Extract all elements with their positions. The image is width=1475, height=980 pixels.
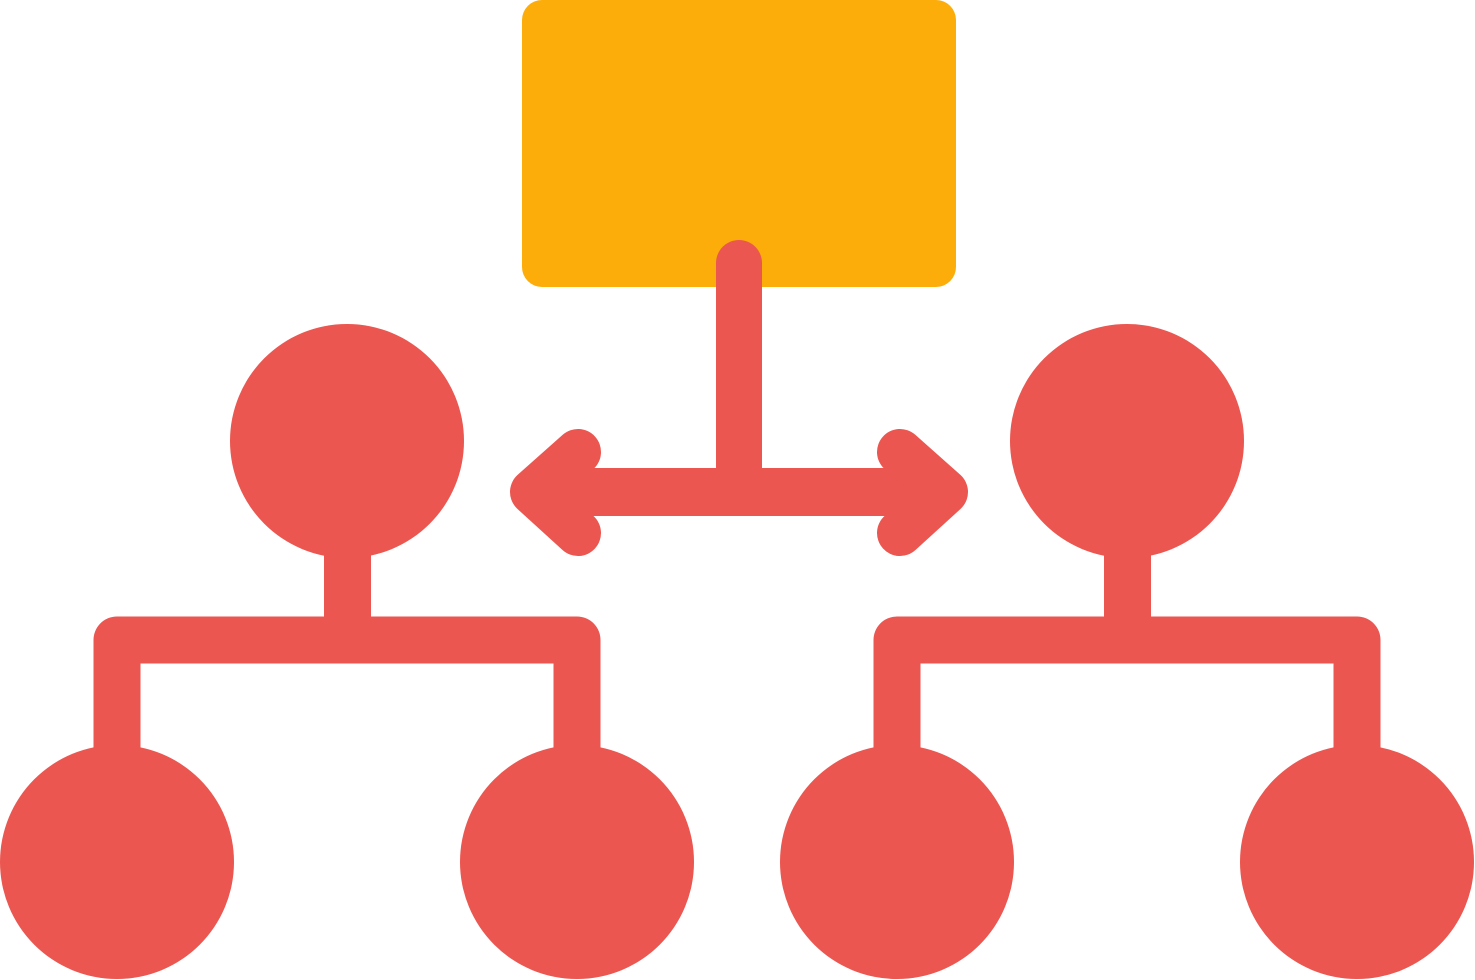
arrow-head-left bbox=[510, 429, 601, 556]
root-box bbox=[522, 0, 956, 287]
arrow-head-right bbox=[877, 429, 968, 556]
leaf-node-3 bbox=[780, 745, 1014, 979]
leaf-node-2 bbox=[460, 745, 694, 979]
root-stem bbox=[716, 240, 762, 490]
leaf-node-4 bbox=[1240, 745, 1474, 979]
right-child-node bbox=[1010, 324, 1244, 558]
arrow-shaft bbox=[540, 468, 940, 516]
double-arrow-icon bbox=[510, 429, 968, 556]
right-subtree bbox=[780, 324, 1474, 979]
leaf-node-1 bbox=[0, 745, 234, 979]
left-child-node bbox=[230, 324, 464, 558]
left-subtree bbox=[0, 324, 694, 979]
left-branch-connector bbox=[93, 616, 601, 790]
right-branch-connector bbox=[873, 616, 1381, 790]
